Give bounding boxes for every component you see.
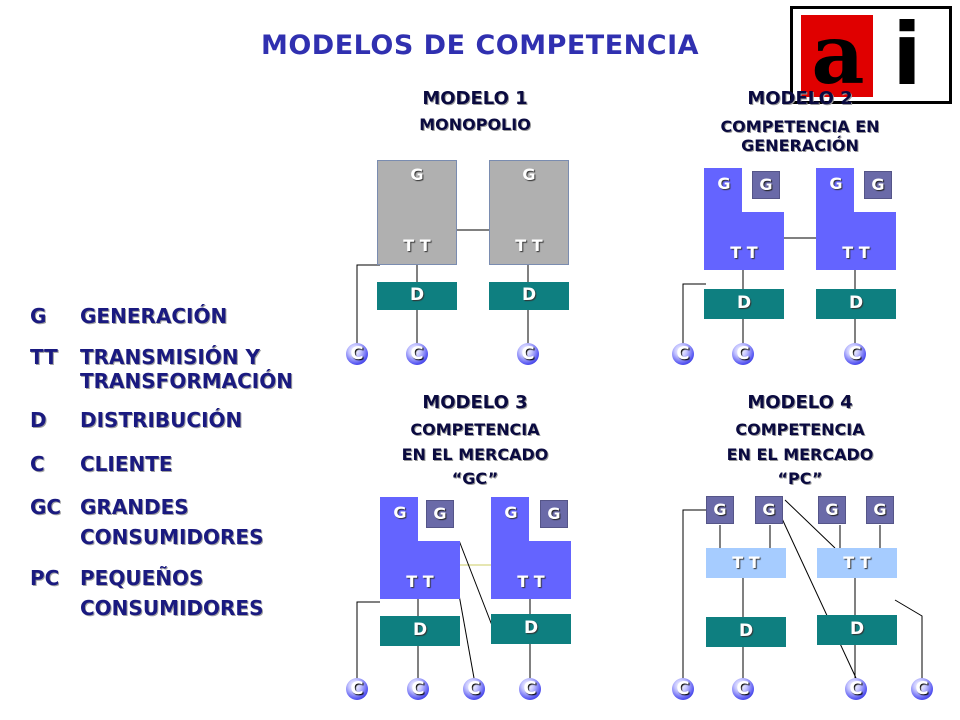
legend-abbr-pc: PC [30,566,60,590]
m2-tt-label-1: T T [730,243,758,262]
m4-g-3: G [818,496,846,524]
m4-tt-box-2 [817,548,897,578]
m3-d-label-2: D [523,618,539,638]
legend-abbr-c: C [30,452,45,476]
legend-abbr-d: D [30,408,47,432]
m3-client-2: C [407,678,429,700]
m4-client-3: C [845,678,867,700]
legend-abbr-tt: TT [30,345,58,369]
m4-tt-label-1: T T [732,553,760,572]
model-3-subtitle-1: COMPETENCIA [410,420,540,439]
m1-gtt-box-1 [377,160,457,265]
legend-abbr-g: G [30,304,47,328]
legend-text-gc-1: GRANDES [80,495,189,519]
legend-text-pc-2: CONSUMIDORES [80,596,264,620]
legend-text-gc-2: CONSUMIDORES [80,525,264,549]
legend-text-c: CLIENTE [80,452,173,476]
m2-g-small-2: G [864,171,892,199]
m2-d-box-1 [704,289,784,319]
m2-tt-label-2: T T [842,243,870,262]
m1-client-1: C [346,343,368,365]
model-4-title: MODELO 4 [747,392,853,413]
model-3-subtitle-3: “GC” [451,469,499,488]
m4-g-1: G [706,496,734,524]
m1-client-3: C [517,343,539,365]
m1-d-label-1: D [409,285,425,305]
model-2-subtitle-2: GENERACIÓN [741,136,859,155]
m3-d-box-2 [491,614,571,644]
m2-client-1: C [672,343,694,365]
m3-g-label-2: G [504,503,518,522]
legend-text-tt-1: TRANSMISIÓN Y [80,345,261,369]
m2-d-box-2 [816,289,896,319]
m1-client-2: C [406,343,428,365]
m3-tt-label-1: T T [406,572,434,591]
m1-d-box-1 [377,282,457,310]
m3-g-label-1: G [393,503,407,522]
m4-client-4: C [911,678,933,700]
m3-client-4: C [519,678,541,700]
legend-abbr-gc: GC [30,495,62,519]
m3-client-3: C [463,678,485,700]
m1-g-label-2: G [522,165,536,184]
m2-g-label-1: G [717,174,731,193]
legend-text-d: DISTRIBUCIÓN [80,408,243,432]
m4-tt-label-2: T T [843,553,871,572]
m2-g-label-2: G [829,174,843,193]
m2-client-3: C [844,343,866,365]
m4-d-label-2: D [849,619,865,639]
m1-gtt-box-2 [489,160,569,265]
m3-client-1: C [346,678,368,700]
m2-client-2: C [732,343,754,365]
model-3-subtitle-2: EN EL MERCADO [401,445,549,464]
m1-tt-label-2: T T [515,236,543,255]
m1-g-label-1: G [410,165,424,184]
m3-d-label-1: D [412,620,428,640]
page-title: MODELOS DE COMPETENCIA [260,30,700,61]
m4-client-2: C [732,678,754,700]
model-1-subtitle: MONOPOLIO [419,115,531,134]
model-1-title: MODELO 1 [422,88,528,109]
m1-d-box-2 [489,282,569,310]
m2-d-label-2: D [848,293,864,313]
m2-g-small-1: G [752,171,780,199]
legend-text-g: GENERACIÓN [80,304,228,328]
logo-letter-i: i [892,5,922,105]
model-4-subtitle-1: COMPETENCIA [735,420,865,439]
legend-text-pc-1: PEQUEÑOS [80,566,204,590]
m4-g-2: G [755,496,783,524]
m3-g-small-2: G [540,500,568,528]
m4-tt-box-1 [706,548,786,578]
m2-d-label-1: D [736,293,752,313]
m4-g-4: G [866,496,894,524]
model-3-title: MODELO 3 [422,392,528,413]
logo-red-block [801,15,873,97]
m3-tt-label-2: T T [517,572,545,591]
m4-d-label-1: D [738,621,754,641]
m3-d-box-1 [380,616,460,646]
ai-logo: a i [790,6,952,104]
m3-g-small-1: G [426,500,454,528]
logo-letter-a: a [811,7,865,103]
model-2-subtitle-1: COMPETENCIA EN [720,117,880,136]
m1-tt-label-1: T T [403,236,431,255]
m4-client-1: C [672,678,694,700]
model-4-subtitle-2: EN EL MERCADO [726,445,874,464]
m4-d-box-2 [817,615,897,645]
model-2-title: MODELO 2 [747,88,853,109]
m1-d-label-2: D [521,285,537,305]
legend-text-tt-2: TRANSFORMACIÓN [80,369,293,393]
m4-d-box-1 [706,617,786,647]
model-4-subtitle-3: “PC” [777,469,823,488]
